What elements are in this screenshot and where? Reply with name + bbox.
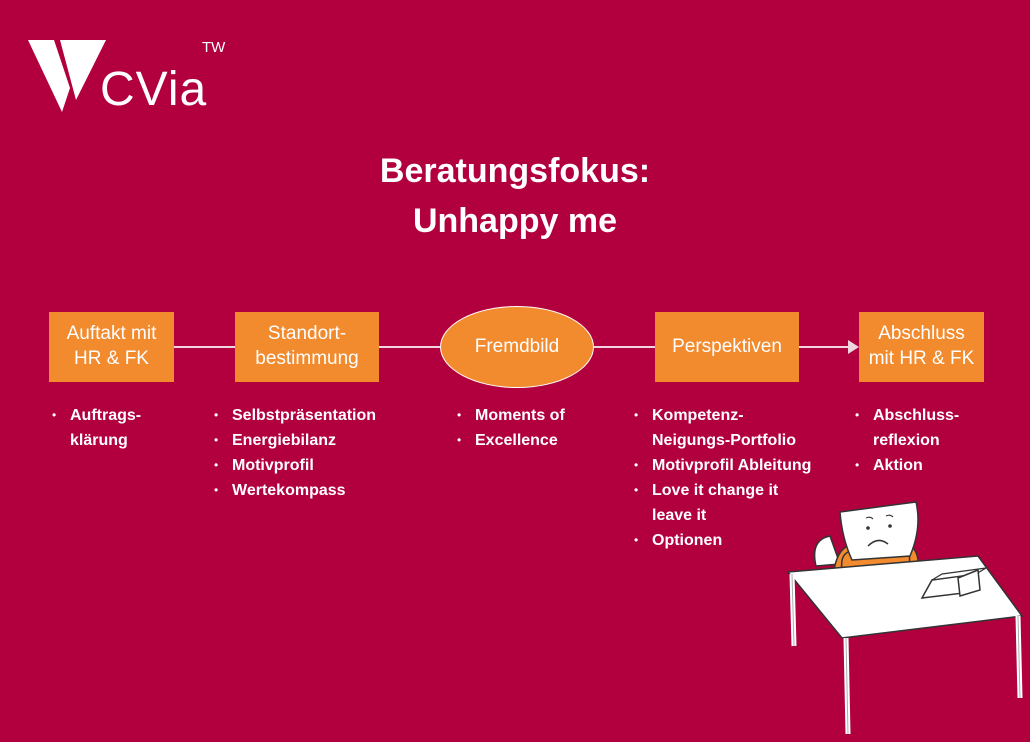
- step-box-abschluss: Abschluss mit HR & FK: [859, 312, 984, 382]
- list-item: Abschluss-: [855, 403, 959, 428]
- page-title-line-1: Beratungsfokus:: [379, 152, 651, 190]
- cvia-logo: CVia TW: [28, 40, 238, 120]
- list-item: leave it: [652, 507, 707, 524]
- list-item: Motivprofil: [214, 453, 376, 478]
- step-label: Abschluss mit HR & FK: [868, 323, 975, 369]
- step-label: Auftakt mit HR & FK: [66, 323, 157, 369]
- arrow-head-icon: [848, 340, 859, 354]
- connector-4-5: [799, 346, 849, 348]
- step-box-standort: Standort- bestimmung: [235, 312, 379, 382]
- list-item: reflexion: [873, 432, 940, 449]
- list-item: Excellence: [457, 428, 565, 453]
- step-bullets-abschluss: Abschluss- reflexion Aktion: [855, 403, 959, 478]
- step-bullets-fremdbild: Moments of Excellence: [457, 403, 565, 453]
- list-item: Moments of: [457, 403, 565, 428]
- list-item: Optionen: [634, 528, 811, 553]
- logo-superscript: TW: [202, 39, 226, 56]
- logo-text: CVia: [100, 63, 208, 116]
- step-ellipse-fremdbild: Fremdbild: [440, 306, 594, 388]
- v-logo-icon: [28, 40, 106, 112]
- list-item: Aktion: [855, 453, 959, 478]
- list-item: Selbstpräsentation: [214, 403, 376, 428]
- sad-person-at-desk-icon: [786, 501, 1024, 735]
- connector-3-4: [594, 346, 655, 348]
- step-label: Fremdbild: [474, 335, 560, 357]
- step-bullets-perspektiven: Kompetenz- Neigungs-Portfolio Motivprofi…: [634, 403, 811, 553]
- step-bullets-auftakt: Auftrags- klärung: [52, 403, 141, 453]
- unhappy-person-illustration: [782, 498, 1030, 737]
- list-item: Neigungs-Portfolio: [652, 432, 796, 449]
- list-item: Motivprofil Ableitung: [634, 453, 811, 478]
- connector-2-3: [379, 346, 440, 348]
- step-label: Standort- bestimmung: [255, 323, 359, 369]
- list-item: Kompetenz-: [634, 403, 811, 428]
- step-label: Perspektiven: [672, 335, 782, 357]
- list-item: Love it change it: [634, 478, 811, 503]
- list-item: Auftrags-: [52, 403, 141, 428]
- step-box-perspektiven: Perspektiven: [655, 312, 799, 382]
- list-item: Energiebilanz: [214, 428, 376, 453]
- step-bullets-standort: Selbstpräsentation Energiebilanz Motivpr…: [214, 403, 376, 503]
- list-item: Wertekompass: [214, 478, 376, 503]
- connector-1-2: [174, 346, 235, 348]
- list-item: klärung: [70, 432, 128, 449]
- page-title-line-2: Unhappy me: [412, 202, 618, 240]
- step-box-auftakt: Auftakt mit HR & FK: [49, 312, 174, 382]
